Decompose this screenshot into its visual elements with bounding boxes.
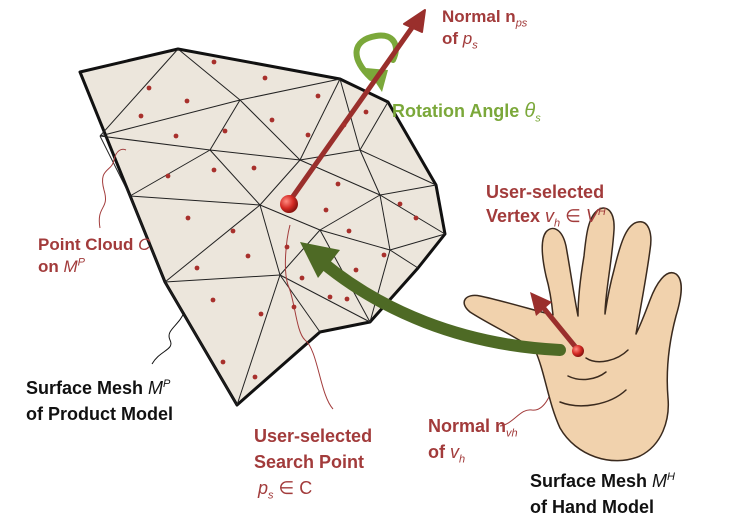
point-cloud-dot (138, 113, 144, 119)
point-cloud-dot (269, 117, 275, 123)
vertex-ball (572, 345, 584, 357)
point-cloud-dot (222, 128, 228, 134)
point-cloud-dot (381, 252, 387, 258)
point-cloud-dot (262, 75, 268, 81)
point-cloud-dot (230, 228, 236, 234)
point-cloud-dot (291, 304, 297, 310)
point-cloud-dot (184, 98, 190, 104)
point-cloud-dot (251, 165, 257, 171)
point-cloud-dot (315, 93, 321, 99)
hand-outline (463, 207, 682, 462)
hand-crease-1 (559, 389, 627, 407)
point-cloud-dot (185, 215, 191, 221)
user-selected-vertex-label: User-selected Vertex vh ∈ VH (486, 182, 606, 230)
point-cloud-dot (252, 374, 258, 380)
hand (463, 207, 682, 462)
point-cloud-dot (344, 296, 350, 302)
point-cloud-dot (413, 215, 419, 221)
rotation-icon (353, 32, 399, 92)
point-cloud-dot (346, 228, 352, 234)
point-cloud-dot (341, 122, 347, 128)
point-cloud-dot (327, 294, 333, 300)
hand-crease-3 (567, 371, 607, 381)
point-cloud-dot (323, 207, 329, 213)
point-cloud-dot (397, 201, 403, 207)
point-cloud-dot (194, 265, 200, 271)
product-mesh (78, 47, 447, 407)
point-cloud-dot (335, 181, 341, 187)
normal-vh-label: Normal nvh of vh (428, 416, 518, 466)
surface-mesh-hand-label: Surface Mesh MH of Hand Model (530, 471, 675, 517)
selection-arrow (300, 242, 566, 356)
hand-crease-2 (585, 349, 629, 363)
surface-normal (286, 9, 426, 205)
point-cloud-dot (165, 173, 171, 179)
point-cloud (138, 59, 419, 380)
search-point-ball (280, 195, 298, 213)
point-cloud-dot (210, 297, 216, 303)
mesh-outline (78, 47, 447, 407)
product-mesh-leader (151, 311, 185, 365)
surface-mesh-product-label: Surface Mesh MP of Product Model (26, 378, 173, 424)
vertex-normal (530, 292, 581, 353)
point-cloud-label: Point Cloud C on MP (38, 235, 151, 276)
normal-ps-label: Normal nps of ps (442, 7, 528, 52)
point-cloud-dot (211, 167, 217, 173)
rotation-angle-label: Rotation Angle θs (392, 100, 541, 125)
point-cloud-leader (98, 148, 127, 229)
point-cloud-dot (220, 359, 226, 365)
point-cloud-dot (305, 132, 311, 138)
search-point-leader (284, 224, 334, 410)
point-cloud-dot (363, 109, 369, 115)
point-cloud-dot (211, 59, 217, 65)
point-cloud-dot (353, 267, 359, 273)
point-cloud-dot (258, 311, 264, 317)
point-cloud-dot (245, 253, 251, 259)
point-cloud-dot (173, 133, 179, 139)
search-point-label: User-selected Search Point ps ∈ C (254, 426, 373, 502)
point-cloud-dot (284, 244, 290, 250)
point-cloud-dot (299, 275, 305, 281)
point-cloud-dot (146, 85, 152, 91)
